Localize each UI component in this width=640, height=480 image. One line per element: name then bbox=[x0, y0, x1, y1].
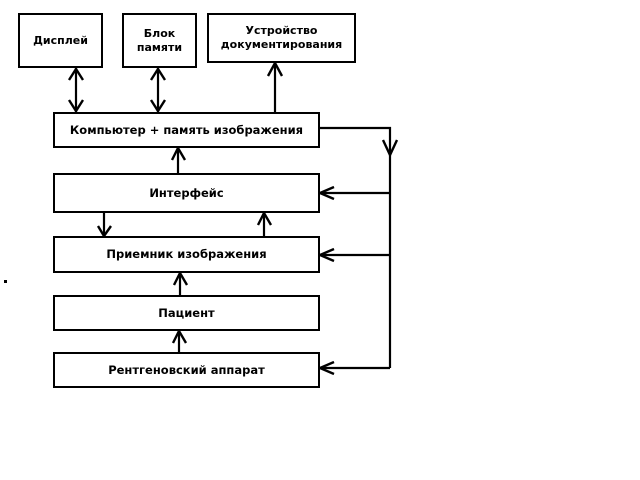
node-image-receiver-label: Приемник изображения bbox=[106, 247, 267, 262]
connector-computer-docdevice bbox=[266, 60, 284, 112]
node-xray-apparatus-label: Рентгеновский аппарат bbox=[108, 362, 265, 377]
node-display-label: Дисплей bbox=[33, 33, 88, 47]
node-documentation-device[interactable]: Устройство документирования bbox=[207, 13, 356, 63]
node-memory-block[interactable]: Блок памяти bbox=[122, 13, 197, 68]
node-display[interactable]: Дисплей bbox=[18, 13, 103, 68]
connector-receiver-interface bbox=[256, 210, 273, 236]
node-memory-block-label: Блок памяти bbox=[136, 26, 183, 54]
node-xray-apparatus[interactable]: Рентгеновский аппарат bbox=[53, 352, 320, 388]
connector-xray-patient bbox=[171, 328, 188, 352]
connector-computer-memory bbox=[149, 66, 167, 114]
node-computer-image-memory[interactable]: Компьютер + память изображения bbox=[53, 112, 320, 148]
node-image-receiver[interactable]: Приемник изображения bbox=[53, 236, 320, 273]
node-patient[interactable]: Пациент bbox=[53, 295, 320, 331]
node-interface-label: Интерфейс bbox=[149, 185, 224, 200]
connector-computer-display bbox=[67, 66, 85, 114]
connector-patient-receiver bbox=[172, 270, 189, 295]
node-computer-image-memory-label: Компьютер + память изображения bbox=[69, 122, 304, 137]
connector-control-bus-spine bbox=[320, 126, 399, 368]
connector-interface-receiver bbox=[96, 213, 112, 239]
connector-interface-computer bbox=[170, 145, 187, 173]
connector-bus-xray bbox=[316, 360, 390, 376]
connector-bus-interface bbox=[316, 185, 390, 201]
stray-dot-artifact bbox=[4, 280, 7, 283]
node-documentation-device-label: Устройство документирования bbox=[220, 24, 343, 51]
node-patient-label: Пациент bbox=[158, 305, 215, 320]
node-interface[interactable]: Интерфейс bbox=[53, 173, 320, 213]
connector-bus-receiver bbox=[316, 247, 390, 263]
